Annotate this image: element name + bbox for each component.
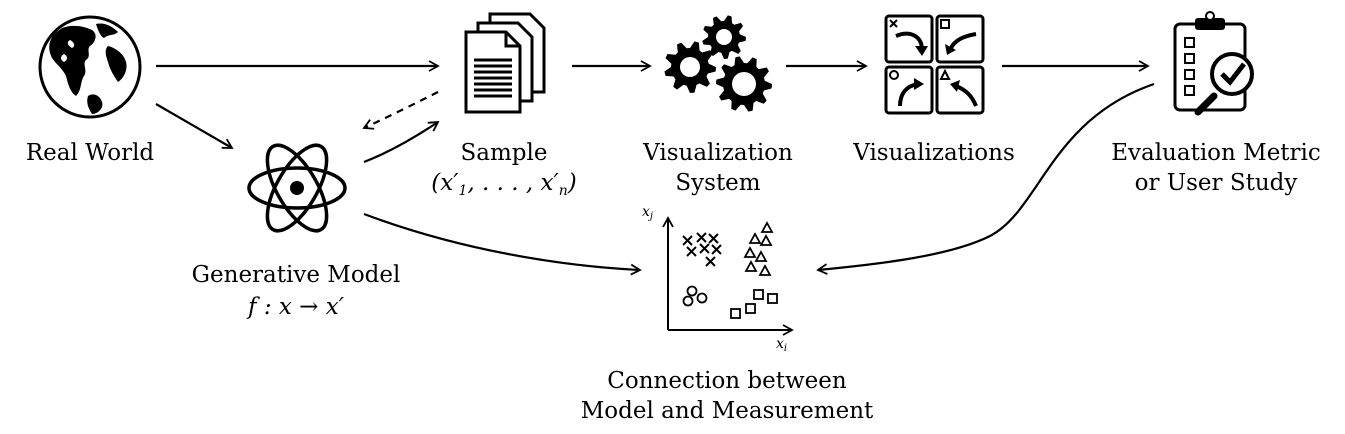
label-vis-system-2: System bbox=[675, 170, 760, 196]
label-visualizations: Visualizations bbox=[852, 140, 1015, 166]
circle-markers bbox=[682, 285, 708, 307]
arrow-eval-to-connection bbox=[816, 82, 1155, 275]
square-markers bbox=[730, 289, 778, 319]
label-eval-1: Evaluation Metric bbox=[1111, 140, 1321, 166]
arrow-sample-to-model-dashed bbox=[362, 91, 439, 130]
label-connection-2: Model and Measurement bbox=[581, 398, 874, 424]
visualization-grid-icon bbox=[884, 14, 985, 115]
label-sample-math: (x′1, . . . , x′n) bbox=[431, 170, 576, 199]
clipboard-magnifier-icon bbox=[1173, 11, 1254, 116]
arrow-world-to-model bbox=[155, 103, 234, 149]
label-sample: Sample bbox=[461, 140, 548, 166]
label-real-world: Real World bbox=[26, 140, 155, 166]
label-eval-2: or User Study bbox=[1135, 170, 1298, 196]
atom-icon bbox=[247, 143, 347, 233]
globe-icon bbox=[38, 15, 142, 119]
gear-left-hole bbox=[680, 57, 700, 77]
gear-small-hole bbox=[716, 29, 732, 45]
arrows bbox=[155, 60, 1155, 276]
gear-right-hole bbox=[732, 72, 756, 96]
triangle-markers bbox=[743, 221, 774, 276]
cross-markers bbox=[682, 232, 722, 267]
y-axis-label: xj bbox=[642, 204, 653, 222]
arrow-model-to-connection bbox=[363, 212, 642, 276]
gears-icon bbox=[664, 15, 772, 112]
label-vis-system-1: Visualization bbox=[642, 140, 793, 166]
arrow-model-to-sample bbox=[363, 120, 440, 164]
scatter-plot-icon: xj xi bbox=[642, 204, 794, 354]
label-connection-1: Connection between bbox=[607, 368, 847, 394]
label-gen-model: Generative Model bbox=[192, 262, 401, 288]
x-axis-label: xi bbox=[776, 336, 787, 354]
documents-icon bbox=[464, 12, 546, 114]
label-gen-model-math: f : x → x′ bbox=[246, 294, 345, 320]
